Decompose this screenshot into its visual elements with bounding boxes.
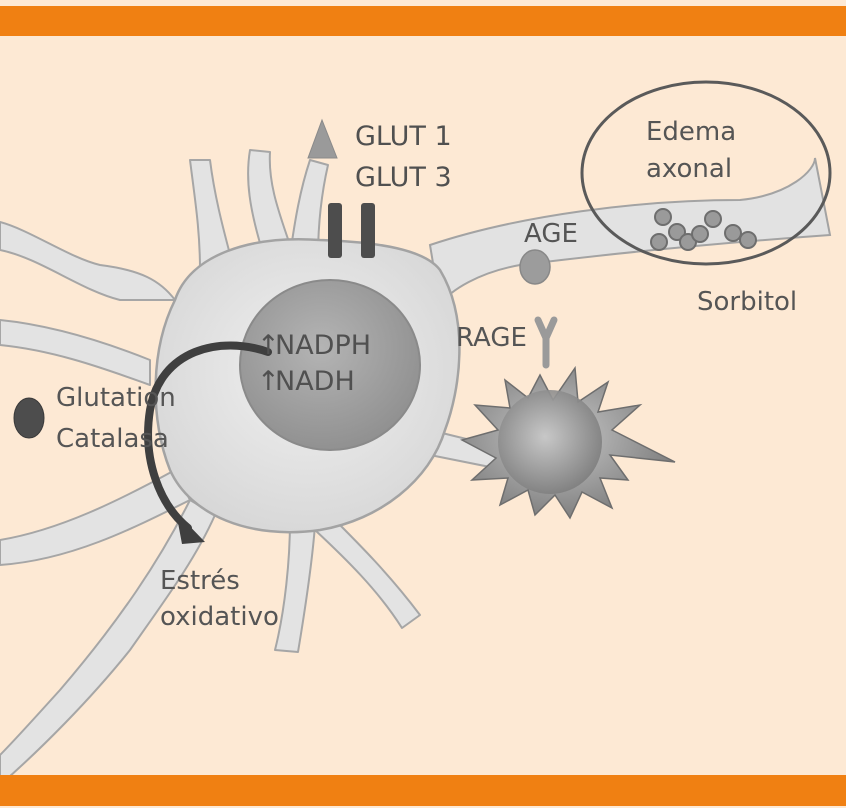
nadph-arrow: ↑ <box>257 330 280 361</box>
glut-transporter-icon <box>328 203 375 258</box>
nadh-label: NADH <box>275 366 355 397</box>
triangle-icon <box>307 118 338 159</box>
top-accent-bar <box>0 6 846 36</box>
glut1-label: GLUT 1 <box>355 121 452 152</box>
age-ball-icon <box>519 249 551 285</box>
nadph-label: NADPH <box>275 330 371 361</box>
edema-highlight-circle <box>580 80 832 266</box>
y-receptor-icon <box>534 316 558 369</box>
nadh-arrow: ↑ <box>257 366 280 397</box>
age-label: AGE <box>524 219 578 249</box>
estres-label: Estrés <box>160 566 240 596</box>
curved-arrow <box>144 341 272 532</box>
antioxidant-dot-icon <box>13 397 45 439</box>
arrowhead <box>176 512 205 544</box>
oxidativo-label: oxidativo <box>160 602 279 632</box>
spiky-cell <box>459 365 676 520</box>
glut3-label: GLUT 3 <box>355 162 452 193</box>
bottom-accent-bar <box>0 775 846 806</box>
rage-label: RAGE <box>456 323 527 353</box>
nucleus <box>239 279 421 451</box>
sorbitol-label: Sorbitol <box>697 287 797 317</box>
catalasa-label: Catalasa <box>56 424 169 454</box>
edema-label-line1: Edema <box>646 117 736 147</box>
sorbitol-particles <box>650 208 757 251</box>
edema-label-line2: axonal <box>646 154 732 184</box>
axon <box>428 157 832 308</box>
glutation-label: Glutation <box>56 383 176 413</box>
